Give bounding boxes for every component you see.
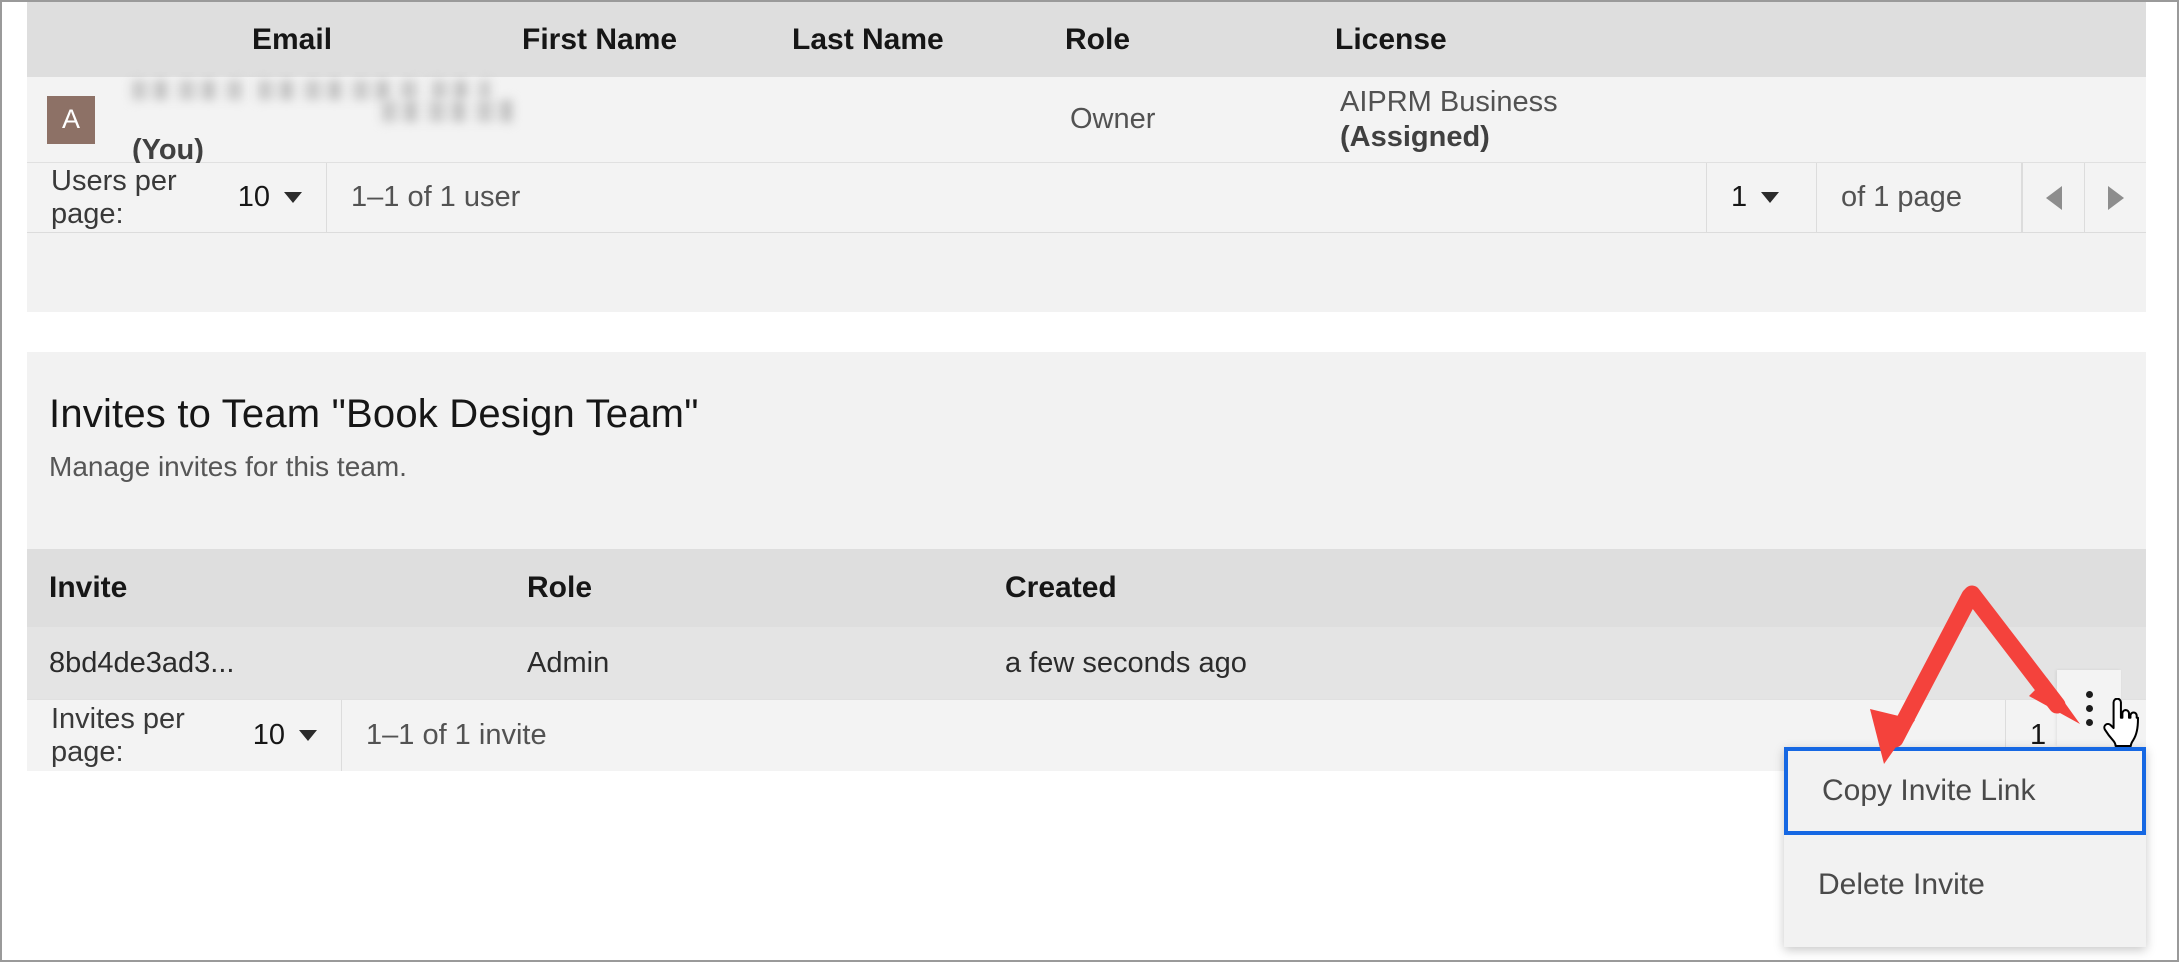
users-col-license: License bbox=[1335, 22, 1447, 56]
users-cell-role: Owner bbox=[1070, 103, 1156, 135]
chevron-down-icon bbox=[284, 192, 302, 203]
users-table-header-row: Email First Name Last Name Role License bbox=[27, 2, 2146, 77]
redacted-email-value bbox=[132, 72, 512, 132]
invites-per-page-label: Invites per page: bbox=[51, 702, 185, 768]
redaction-block bbox=[382, 100, 512, 122]
invite-actions-button[interactable] bbox=[2057, 670, 2121, 746]
users-pagination-bar: Users per page: 10 1–1 of 1 user 1 of 1 … bbox=[27, 163, 2146, 233]
users-per-page-value: 10 bbox=[237, 181, 270, 213]
menu-item-delete-invite-label: Delete Invite bbox=[1818, 868, 1985, 901]
users-of-pages-text: of 1 page bbox=[1817, 163, 2022, 232]
license-plan: AIPRM Business bbox=[1340, 85, 1558, 118]
users-range-text: 1–1 of 1 user bbox=[327, 163, 1707, 232]
users-col-first-name: First Name bbox=[522, 22, 678, 56]
users-col-email: Email bbox=[252, 22, 333, 56]
redaction-block bbox=[258, 80, 420, 100]
invites-section-title: Invites to Team "Book Design Team" bbox=[49, 392, 699, 436]
invites-range-text: 1–1 of 1 invite bbox=[342, 700, 2006, 771]
you-label: (You) bbox=[132, 134, 204, 166]
chevron-down-icon bbox=[1761, 192, 1780, 203]
invites-table-header-row: Invite Role Created bbox=[27, 549, 2146, 627]
menu-item-delete-invite[interactable]: Delete Invite bbox=[1784, 835, 2146, 935]
invite-context-menu: Copy Invite Link Delete Invite bbox=[1784, 747, 2146, 947]
users-page-select-inner[interactable]: 1 bbox=[1731, 181, 1780, 214]
chevron-down-icon bbox=[299, 730, 317, 741]
invites-col-role: Role bbox=[527, 571, 593, 604]
redaction-block bbox=[132, 80, 244, 100]
users-per-page-control[interactable]: Users per page: 10 bbox=[27, 163, 327, 232]
invites-col-created: Created bbox=[1005, 571, 1117, 604]
invites-per-page-select[interactable]: 10 bbox=[253, 719, 317, 752]
users-per-page-select[interactable]: 10 bbox=[238, 181, 302, 214]
invites-per-page-control[interactable]: Invites per page: 10 bbox=[27, 700, 342, 771]
users-col-last-name: Last Name bbox=[792, 22, 944, 56]
triangle-right-icon bbox=[2107, 185, 2124, 210]
users-col-role: Role bbox=[1065, 22, 1131, 56]
triangle-left-icon bbox=[2045, 185, 2062, 210]
invites-section-card: Invites to Team "Book Design Team" Manag… bbox=[27, 352, 2146, 771]
license-status: (Assigned) bbox=[1340, 120, 1490, 153]
invites-page-value: 1 bbox=[2030, 719, 2047, 751]
users-prev-page-button[interactable] bbox=[2022, 163, 2084, 232]
invites-header-block: Invites to Team "Book Design Team" Manag… bbox=[27, 352, 2146, 549]
menu-item-copy-invite-link[interactable]: Copy Invite Link bbox=[1784, 747, 2146, 835]
avatar: A bbox=[47, 95, 95, 144]
invites-section-subtitle: Manage invites for this team. bbox=[49, 451, 407, 482]
invites-cell-created: a few seconds ago bbox=[1005, 646, 1247, 679]
users-next-page-button[interactable] bbox=[2084, 163, 2146, 232]
users-table-row: A (You) Owner AIPRM Business (Assigned) bbox=[27, 77, 2146, 166]
invites-table-row: 8bd4de3ad3... Admin a few seconds ago bbox=[27, 627, 2146, 699]
invites-cell-role: Admin bbox=[527, 646, 610, 679]
menu-item-copy-invite-link-label: Copy Invite Link bbox=[1822, 774, 2036, 807]
users-page-select[interactable]: 1 bbox=[1707, 163, 1817, 232]
invites-col-invite: Invite bbox=[49, 571, 128, 604]
redaction-block bbox=[432, 80, 490, 100]
invites-cell-invite: 8bd4de3ad3... bbox=[49, 646, 235, 679]
users-page-value: 1 bbox=[1731, 181, 1748, 213]
invites-per-page-value: 10 bbox=[252, 719, 285, 751]
kebab-menu-icon bbox=[2085, 690, 2093, 726]
users-per-page-label: Users per page: bbox=[51, 164, 177, 230]
users-table-card: Email First Name Last Name Role License … bbox=[27, 2, 2146, 312]
